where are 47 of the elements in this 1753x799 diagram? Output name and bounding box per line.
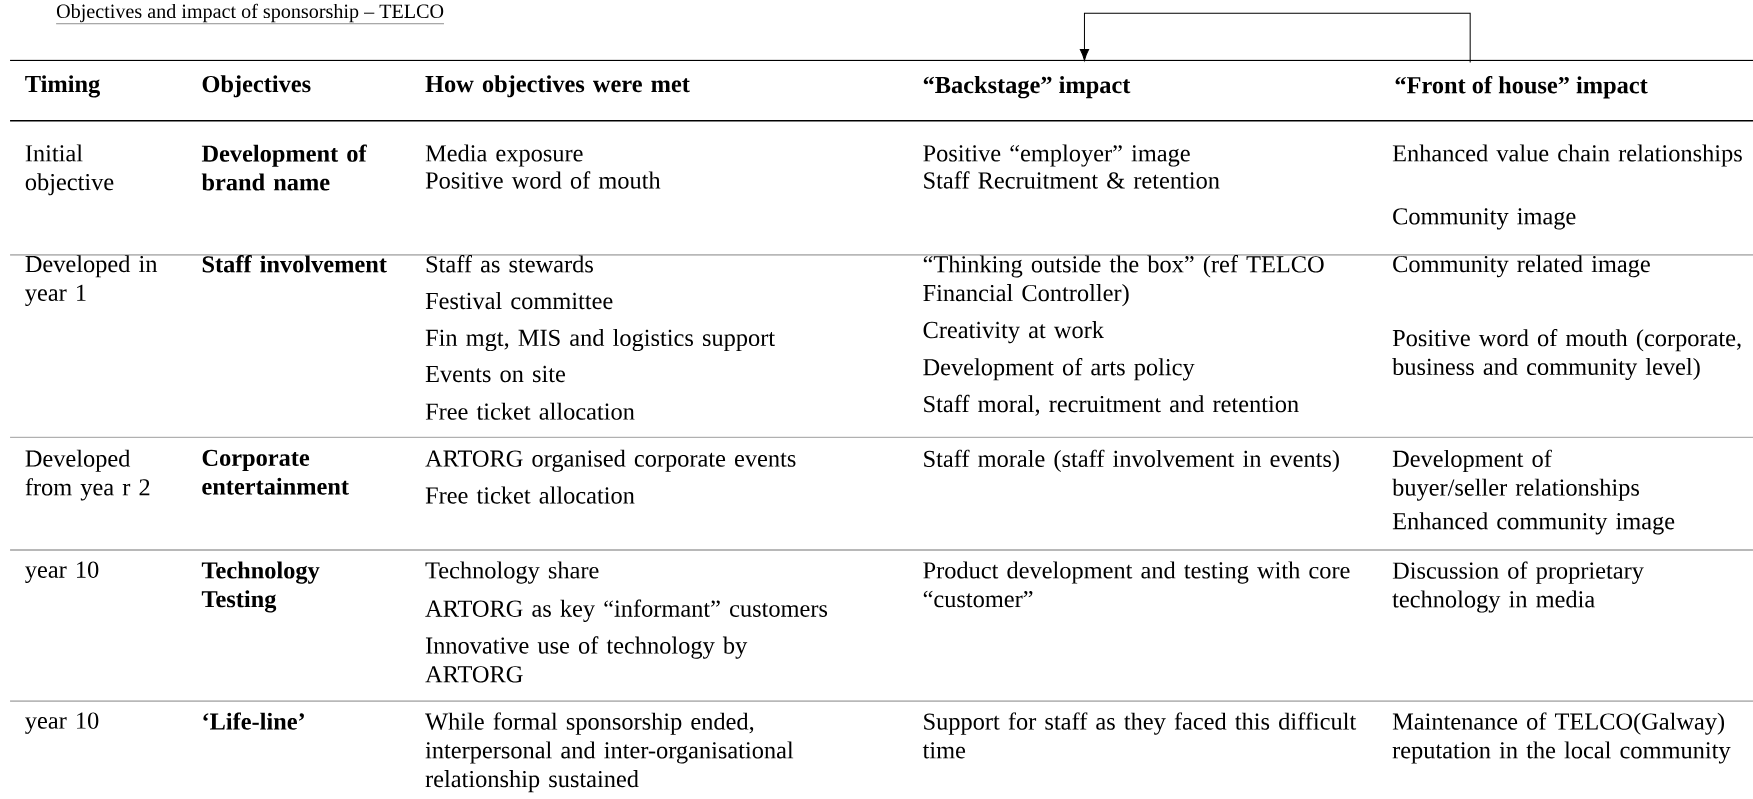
- objective-text: Staff involvement: [202, 254, 387, 273]
- table-entry: Product development and testing with core “customer”: [923, 561, 1350, 608]
- column-heading: “Backstage” impact: [923, 75, 1131, 99]
- table-entry: Community image: [1393, 208, 1576, 230]
- table-entry: Technology share: [425, 561, 599, 584]
- table-entry: ARTORG as key “informant” customers: [425, 599, 828, 622]
- table-entry: Positive “employer” image: [923, 144, 1190, 167]
- table-entry: Staff Recruitment & retention: [924, 171, 1220, 189]
- table-entry: Media exposure: [425, 144, 583, 167]
- table-entry: Enhanced community image: [1392, 512, 1675, 535]
- table-entry: Development of buyer/seller relationships: [1392, 449, 1639, 501]
- title: Objectives and impact of sponsorship – TELCO: [55, 3, 445, 24]
- table-entry: Fin mgt, MIS and logistics support: [425, 328, 775, 351]
- table-entry: Staff morale (staff involvement in events): [924, 449, 1339, 472]
- connector-arrow: [1079, 12, 1471, 63]
- table-entry: year 10: [25, 561, 99, 583]
- column-heading: Timing: [25, 74, 100, 98]
- table-entry: “Thinking outside the box” (ref TELCO Financial Controller): [923, 254, 1324, 307]
- table-entry: Enhanced value chain relationships: [1392, 144, 1742, 167]
- table-entry: While formal sponsorship ended, interpersonal and inter-organisational relationship sustained: [425, 712, 794, 793]
- table-entry: Maintenance of TELCO(Galway) reputation in the local community: [1392, 712, 1731, 764]
- objective-text: Development of brand name: [201, 144, 367, 191]
- column-heading: How objectives were met: [425, 74, 690, 98]
- table-entry: Creativity at work: [923, 320, 1104, 344]
- table-entry: Staff as stewards: [426, 254, 593, 273]
- table-entry: Initial objective: [25, 144, 114, 196]
- table-entry: Developed from yea r 2: [25, 449, 150, 501]
- table-entry: Developed in year 1: [25, 254, 158, 306]
- table-entry: Free ticket allocation: [425, 486, 635, 504]
- objective-text: ‘Life-line’: [203, 712, 304, 730]
- table-entry: Community related image: [1393, 254, 1650, 278]
- table-entry: year 10: [25, 712, 99, 734]
- objective-text: Corporate entertainment: [202, 449, 349, 495]
- table-entry: Staff moral, recruitment and retention: [924, 394, 1299, 416]
- table-entry: Free ticket allocation: [425, 402, 635, 420]
- column-heading: “Front of house” impact: [1395, 75, 1648, 99]
- table-entry: Innovative use of technology by ARTORG: [425, 636, 748, 683]
- table-entry: Festival committee: [425, 291, 613, 309]
- table-entry: Discussion of proprietary technology in media: [1392, 561, 1644, 613]
- table-entry: Development of arts policy: [923, 357, 1195, 381]
- table-entry: Support for staff as they faced this difficult time: [922, 712, 1357, 759]
- table-entry: Positive word of mouth: [425, 171, 661, 189]
- objective-text: Technology Testing: [201, 561, 320, 613]
- column-heading: Objectives: [202, 74, 311, 98]
- table-entry: Events on site: [425, 365, 565, 382]
- table-entry: ARTORG organised corporate events: [425, 449, 796, 472]
- table-entry: Positive word of mouth (corporate, business and community level): [1392, 328, 1741, 380]
